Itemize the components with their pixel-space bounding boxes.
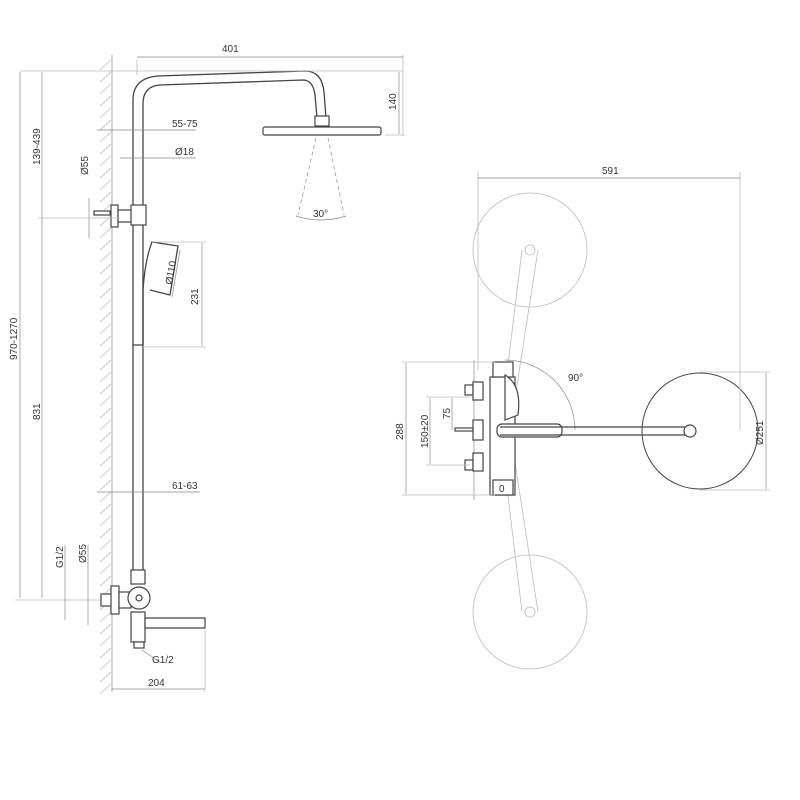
rose-top-diameter-label: Ø55 (80, 156, 91, 175)
handshower-top-view (504, 373, 520, 421)
body-height-label: 288 (395, 423, 406, 440)
hatch-line (99, 59, 112, 71)
hatch-line (99, 107, 112, 119)
head-height-label: 140 (388, 93, 399, 110)
hatch-line (99, 83, 112, 95)
hatch-line (99, 143, 112, 155)
hatch-line (99, 371, 112, 383)
top-adjust-label: 139-439 (32, 128, 43, 165)
hatch-line (99, 635, 112, 647)
hatch-line (99, 251, 112, 263)
hatch-line (99, 347, 112, 359)
wall-rose-top (110, 204, 119, 228)
hatch-line (99, 515, 112, 527)
outlet-thread-label: G1/2 (152, 655, 174, 666)
hatch-line (99, 311, 112, 323)
wall-gap-bottom-label: 61-63 (172, 481, 198, 492)
hatch-line (99, 683, 112, 695)
hatch-line (99, 299, 112, 311)
hatch-line (99, 659, 112, 671)
hatch-line (99, 71, 112, 83)
hatch-line (99, 467, 112, 479)
handshower-length-label: 231 (190, 288, 201, 305)
hatch-line (99, 215, 112, 227)
bath-spout (144, 617, 206, 629)
hatch-line (99, 419, 112, 431)
hatch-line (99, 383, 112, 395)
thermostat-dial (492, 479, 514, 496)
top-view: 591 90° 0 288 150±20 75 Ø251 (395, 166, 770, 670)
total-height-label: 970-1270 (9, 317, 20, 360)
wall-gap-top-label: 55-75 (172, 119, 198, 130)
rotation-angle-label: 90° (568, 373, 583, 384)
inlet-offset-label: 75 (442, 407, 453, 419)
inlet-spacing-label: 150±20 (420, 414, 431, 448)
head-diameter-label: Ø251 (755, 420, 766, 445)
hatch-line (99, 563, 112, 575)
hatch-line (99, 335, 112, 347)
hatch-line (99, 527, 112, 539)
hatch-line (99, 623, 112, 635)
hatch-line (99, 131, 112, 143)
hatch-line (99, 239, 112, 251)
hatch-line (99, 227, 112, 239)
handshower-diameter-label: Ø110 (164, 260, 179, 286)
hatch-line (99, 323, 112, 335)
hatch-line (99, 359, 112, 371)
hatch-line (99, 575, 112, 587)
head-position-bottom (472, 554, 588, 670)
hatch-line (99, 407, 112, 419)
hatch-line (99, 179, 112, 191)
hatch-line (99, 539, 112, 551)
pipe-diameter-label: Ø18 (175, 147, 194, 158)
hand-shower (133, 241, 179, 346)
hatch-line (99, 263, 112, 275)
hatch-line (99, 491, 112, 503)
hatch-line (99, 191, 112, 203)
spray-cone (297, 137, 345, 216)
hatch-line (99, 551, 112, 563)
spout-body (130, 611, 146, 643)
shower-pole-inner (142, 79, 318, 580)
head-connector (314, 115, 330, 127)
rain-shower-head (262, 126, 382, 136)
rose-bottom-diameter-label: Ø55 (78, 544, 89, 563)
spray-angle-label: 30° (313, 209, 328, 220)
spout-length-label: 204 (148, 678, 165, 689)
hatch-line (99, 431, 112, 443)
side-view: 30° 401 140 55-75 Ø18 Ø55 231 Ø110 970-1… (9, 44, 405, 695)
hatch-line (99, 443, 112, 455)
inlet-thread-label: G1/2 (55, 546, 66, 568)
shower-pole (132, 70, 327, 580)
hatch-line (99, 503, 112, 515)
arm-length-label: 401 (222, 44, 239, 55)
pole-bracket-top (130, 204, 147, 226)
mid-height-label: 831 (32, 403, 43, 420)
hatch-line (99, 155, 112, 167)
head-position-top (472, 192, 588, 308)
hatch-line (99, 647, 112, 659)
hatch-line (99, 119, 112, 131)
hatch-line (99, 95, 112, 107)
hatch-line (99, 479, 112, 491)
hatch-line (99, 611, 112, 623)
hatch-line (99, 287, 112, 299)
wall-inlet-top (93, 210, 111, 216)
wall-rose-bottom (110, 585, 120, 615)
hatch-line (99, 167, 112, 179)
swing-width-label: 591 (602, 166, 619, 177)
hatch-line (99, 275, 112, 287)
hatch-line (99, 671, 112, 683)
rain-head-top-view (641, 372, 759, 490)
dial-mark-label: 0 (499, 484, 505, 495)
hatch-line (99, 455, 112, 467)
hatch-line (99, 395, 112, 407)
